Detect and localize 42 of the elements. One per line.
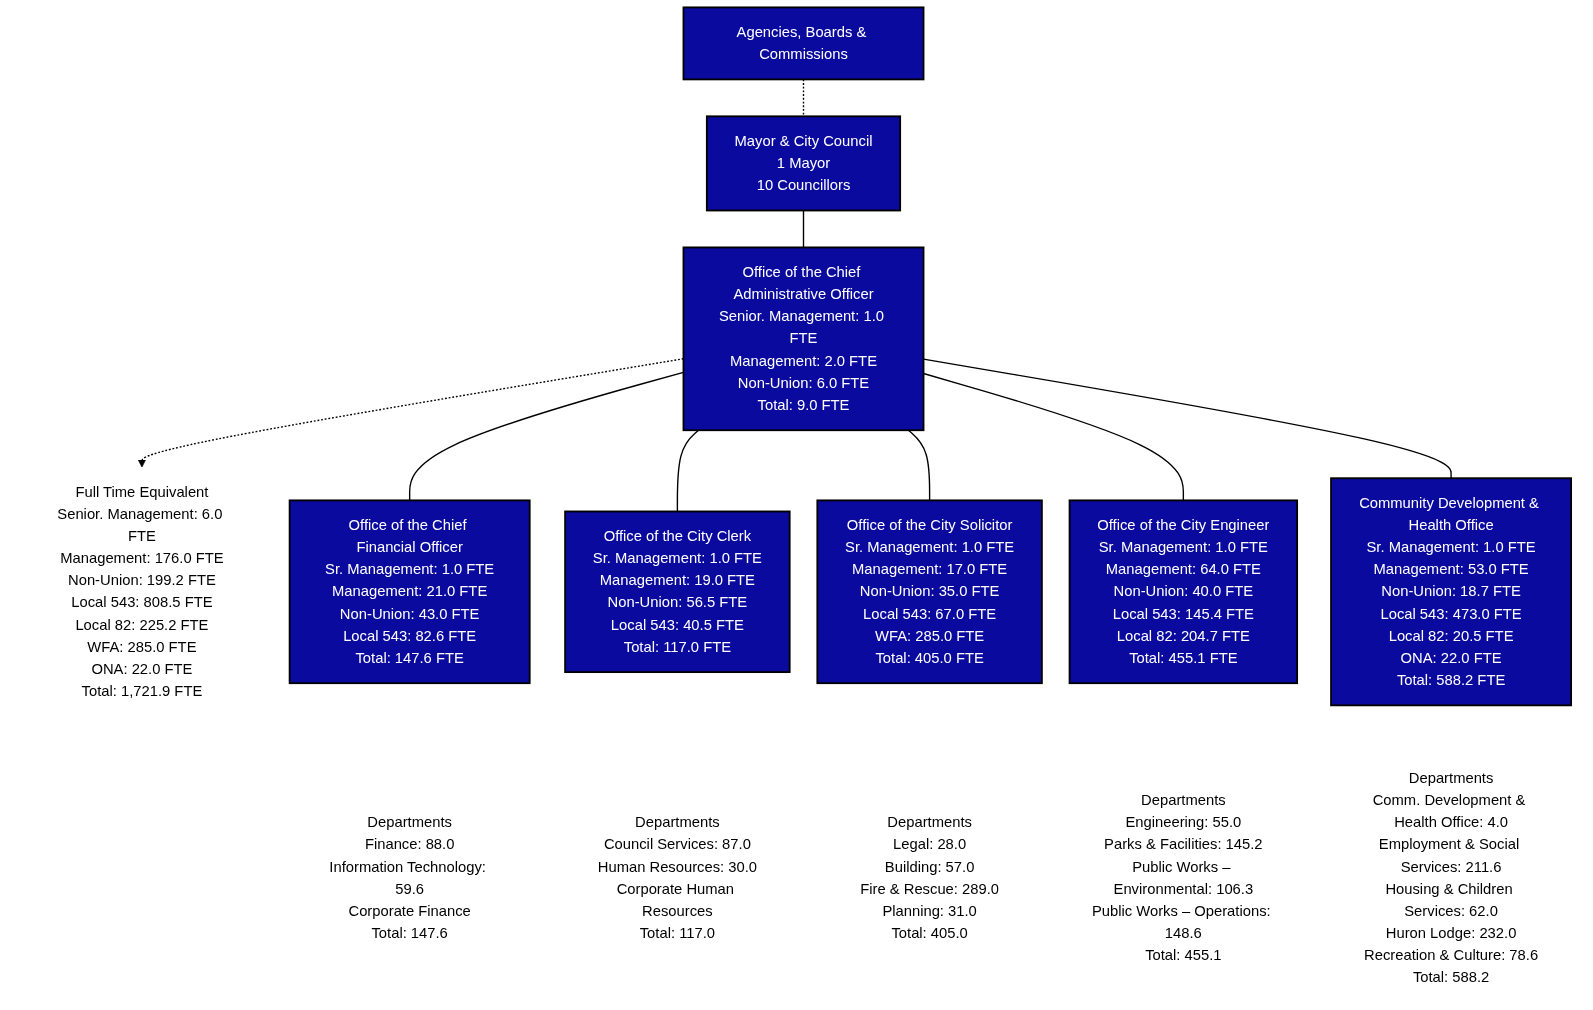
- node-label: Parks & Facilities: 145.2: [1104, 836, 1263, 853]
- node-label: Total: 117.0: [639, 925, 716, 941]
- node-label: Huron Lodge: 232.0: [1385, 925, 1517, 941]
- node-label: Human Resources: 30.0: [597, 858, 758, 875]
- node-label: Information Technology: 59.6: [329, 858, 486, 897]
- node-label: Engineering: 55.0: [1125, 814, 1242, 830]
- node-label: Legal: 28.0: [893, 836, 967, 853]
- node-box: Office of the Chief Financial Officer Sr. Management: 1.0 FTE Management: 21.0 FTE Non-Union: 43.0 FTE Local 543: 82.6 FTE Total: 147.6 FTE: [288, 499, 531, 685]
- node-box: Office of the Chief Administrative Officer Senior. Management: 1.0 FTE Management: 2.0 FTE Non-Union: 6.0 FTE Total: 9.0 FTE: [682, 246, 925, 432]
- node-text: Full Time Equivalent Senior. Management: 6.0 FTE Management: 176.0 FTE Non-Union: 199.2 FTE Local 543: 808.5 FTE Local 82: 225.2 FTE WFA: 285.0 FTE ONA: 22.0 FTE Total: 1,721.9 FTE: [57, 483, 224, 699]
- node-label: Total: 147.6: [371, 925, 448, 941]
- node-box: Agencies, Boards & Commissions: [682, 6, 925, 81]
- node-label: Finance: 88.0: [364, 836, 455, 853]
- node-box: Community Development & Health Office Sr. Management: 1.0 FTE Management: 53.0 FTE Non-Union: 18.7 FTE Local 543: 473.0 FTE Local 82: 20.5 FTE ONA: 22.0 FTE Total: 588.2 FTE: [1330, 477, 1573, 707]
- node-box: Office of the City Clerk Sr. Management: 1.0 FTE Management: 19.0 FTE Non-Union: 56.5 FTE Local 543: 40.5 FTE Total: 117.0 FTE: [564, 510, 791, 674]
- node-label: Departments: [887, 814, 972, 830]
- node-box: Office of the City Engineer Sr. Management: 1.0 FTE Management: 64.0 FTE Non-Union: 40.0 FTE Local 543: 145.4 FTE Local 82: 204.7 FTE Total: 455.1 FTE: [1068, 499, 1299, 685]
- node-label: Total: 405.0: [891, 925, 968, 941]
- node-label: Corporate Finance: [348, 902, 471, 919]
- node-label: Recreation & Culture: 78.6: [1364, 947, 1539, 963]
- node-label: Corporate Human Resources: [616, 880, 735, 919]
- node-label: Building: 57.0: [884, 858, 975, 875]
- node-box: Mayor & City Council 1 Mayor 10 Councillors: [705, 115, 902, 212]
- node-label: Total: 455.1: [1145, 947, 1222, 963]
- node-label: Total: 588.2: [1412, 969, 1490, 986]
- node-label: Public Works – Environmental: 106.3: [1113, 858, 1254, 897]
- node-label: Public Works – Operations: 148.6: [1091, 902, 1271, 941]
- node-label: Housing & Children Services: 62.0: [1385, 880, 1513, 919]
- node-label: Departments: [635, 814, 720, 830]
- node-label: Council Services: 87.0: [603, 836, 751, 853]
- node-label: Departments: [367, 814, 452, 830]
- connector: [802, 209, 805, 249]
- connector: [907, 429, 931, 502]
- node-label: Employment & Social Services: 211.6: [1378, 836, 1520, 875]
- connector: [802, 78, 805, 117]
- node-box: Office of the City Solicitor Sr. Management: 1.0 FTE Management: 17.0 FTE Non-Union: 35.0 FTE Local 543: 67.0 FTE WFA: 285.0 FTE Total: 405.0 FTE: [816, 499, 1043, 685]
- node-label: Departments: [1408, 769, 1494, 786]
- node-label: Comm. Development & Health Office: 4.0: [1372, 792, 1526, 830]
- node-label: Fire & Rescue: 289.0: [860, 880, 999, 897]
- connector: [676, 429, 700, 513]
- node-label: Planning: 31.0: [882, 902, 977, 919]
- node-label: Departments: [1141, 792, 1226, 808]
